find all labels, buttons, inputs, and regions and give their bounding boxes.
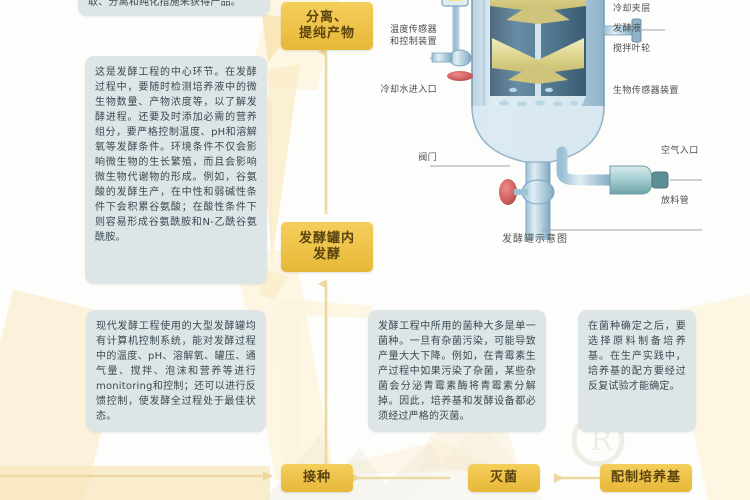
diagram-label-stirring-impeller: 搅拌叶轮 [613,44,651,54]
process-box-ferment-in-tank-label: 发酵罐内 发酵 [298,231,355,262]
diagram-label-air-inlet: 空气入口 [661,146,699,156]
info-card-sterilization: 发酵工程中所用的菌种大多是单一菌种。一旦有杂菌污染，可能导致产量大大下降。例如，… [368,310,546,432]
fermenter-diagram [430,0,702,240]
diagram-label-biosensor-device: 生物传感器装置 [613,86,679,96]
info-card-sterilization-text: 发酵工程中所用的菌种大多是单一菌种。一旦有杂菌污染，可能导致产量大大下降。例如，… [378,321,536,422]
diagram-label-temperature-sensor: 温度传感器 和控制装置 [389,25,437,48]
process-box-ferment-in-tank[interactable]: 发酵罐内 发酵 [281,222,373,272]
diagram-label-valve: 阀门 [418,153,437,163]
diagram-label-cooling-jacket: 冷却夹层 [613,4,651,14]
info-card-top-partial: 取、分离和纯化措施来获得产品。 [78,0,270,16]
info-card-center-fermentation: 这是发酵工程的中心环节。在发酵过程中，要随时检测培养液中的微生物数量、产物浓度等… [85,56,267,284]
process-box-sterilize-label: 灭菌 [489,470,518,486]
info-card-control-system: 现代发酵工程使用的大型发酵罐均有计算机控制系统，能对发酵过程中的温度、pH、溶解… [86,310,266,432]
diagram-label-cooling-water-inlet: 冷却水进入口 [380,85,437,95]
process-box-separate-purify[interactable]: 分离、 提纯产物 [281,2,373,50]
process-box-prepare-medium-label: 配制培养基 [610,470,681,486]
process-box-prepare-medium[interactable]: 配制培养基 [600,464,692,492]
process-box-inoculate-label: 接种 [302,470,331,486]
process-box-inoculate[interactable]: 接种 [281,464,353,492]
info-card-medium: 在菌种确定之后，要选择原料制备培养基。在生产实践中，培养基的配方要经过反复试验才… [578,310,696,432]
info-card-top-partial-text: 取、分离和纯化措施来获得产品。 [88,0,241,8]
diagram-label-discharge-pipe: 放料管 [661,196,690,206]
diagram-label-fermentation-broth: 发酵液 [613,24,642,34]
info-card-center-fermentation-text: 这是发酵工程的中心环节。在发酵过程中，要随时检测培养液中的微生物数量、产物浓度等… [95,67,257,243]
background-wedge-bottom [0,466,270,500]
diagram-caption: 发酵罐示意图 [502,234,568,245]
process-box-separate-purify-label: 分离、 提纯产物 [298,10,355,41]
info-card-medium-text: 在菌种确定之后，要选择原料制备培养基。在生产实践中，培养基的配方要经过反复试验才… [588,321,686,392]
info-card-control-system-text: 现代发酵工程使用的大型发酵罐均有计算机控制系统，能对发酵过程中的温度、pH、溶解… [96,321,256,422]
process-box-sterilize[interactable]: 灭菌 [468,464,540,492]
